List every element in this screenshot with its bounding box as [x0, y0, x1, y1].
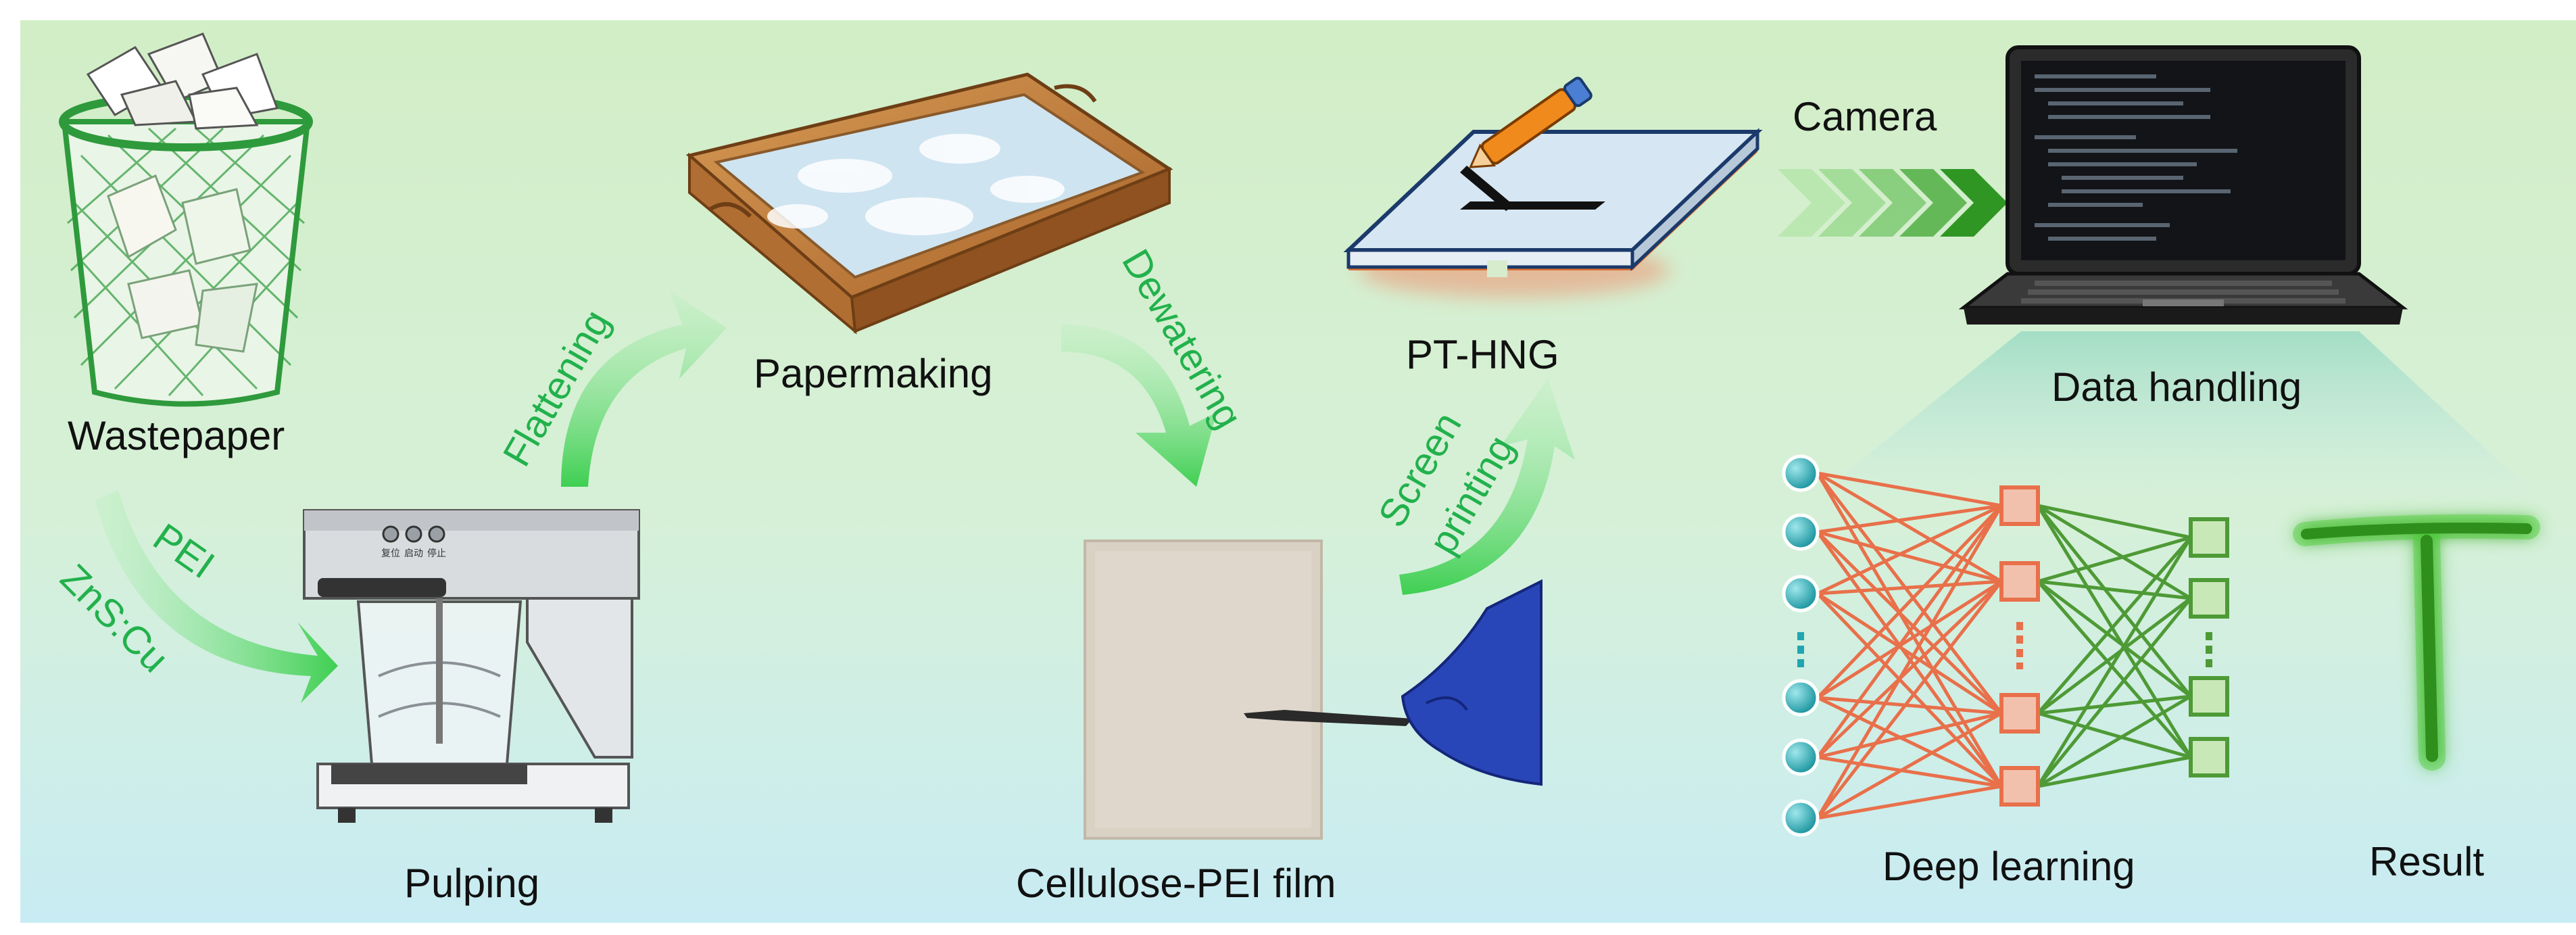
- nn-edge-hidden-output: [2037, 536, 2192, 715]
- nn-output-node: [2189, 517, 2229, 558]
- nn-edge-input-hidden: [1817, 755, 2002, 788]
- nn-edge-input-hidden: [1816, 580, 2003, 819]
- nn-edge-input-hidden: [1816, 531, 2003, 715]
- nn-edge-hidden-output: [2037, 504, 2192, 698]
- machine-button-stop-label: 停止: [427, 548, 446, 559]
- pulping-machine-icon: 复位 启动 停止: [303, 509, 640, 823]
- nn-edge-input-hidden: [1817, 504, 2002, 534]
- nn-input-node: [1782, 575, 1820, 613]
- label-data-handling: Data handling: [2051, 364, 2302, 410]
- pt-hng-device-icon: [1343, 76, 1763, 297]
- nn-edge-hidden-output: [2037, 755, 2191, 788]
- machine-button-start-label: 启动: [404, 548, 423, 559]
- nn-edge-input-hidden: [1817, 579, 2002, 596]
- nn-edge-input-hidden: [1816, 471, 2003, 583]
- nn-hidden-node: [1999, 766, 2040, 807]
- nn-edge-input-hidden: [1816, 504, 2003, 596]
- nn-edge-input-hidden: [1816, 472, 2003, 715]
- nn-hidden-node: [1999, 561, 2040, 602]
- nn-edge-hidden-output: [2037, 504, 2191, 540]
- nn-edge-input-hidden: [1817, 471, 2002, 508]
- nn-edge-hidden-output: [2037, 504, 2192, 600]
- arrow-dewatering: [1061, 325, 1217, 487]
- nn-input-node: [1782, 513, 1820, 551]
- nn-edge-hidden-output: [2036, 504, 2193, 759]
- nn-output-node: [2189, 578, 2229, 619]
- nn-edge-hidden-output: [2036, 536, 2193, 788]
- nn-hidden-node: [1999, 693, 2040, 734]
- arrow-screen-printing: [1399, 379, 1575, 595]
- nn-edge-hidden-output: [2037, 580, 2192, 698]
- nn-edge-hidden-output: [2037, 694, 2191, 715]
- label-papermaking: Papermaking: [754, 351, 993, 396]
- neural-network-ellipses: [1797, 622, 2212, 673]
- nn-edge-input-hidden: [1816, 504, 2003, 819]
- nn-edge-input-hidden: [1817, 696, 2002, 715]
- nn-output-node: [2189, 676, 2229, 717]
- nn-edge-input-hidden: [1816, 580, 2003, 759]
- nn-edge-input-hidden: [1816, 579, 2003, 700]
- nn-edge-input-hidden: [1816, 592, 2003, 788]
- nn-edge-hidden-output: [2037, 597, 2192, 715]
- result-glyph-icon: [2293, 514, 2540, 771]
- arrow-to-pulping: [95, 490, 338, 703]
- label-camera: Camera: [1793, 94, 1937, 139]
- wastepaper-bin-icon: [59, 32, 313, 407]
- nn-edge-input-hidden: [1816, 711, 2003, 820]
- nn-edge-input-hidden: [1817, 711, 2002, 759]
- nn-edge-hidden-output: [2037, 694, 2192, 788]
- label-wastepaper: Wastepaper: [68, 413, 285, 458]
- nn-edge-hidden-output: [2037, 597, 2192, 788]
- nn-edge-hidden-output: [2037, 580, 2192, 759]
- nn-edge-hidden-output: [2037, 579, 2191, 600]
- nn-edge-hidden-output: [2037, 535, 2191, 583]
- arrow-flattening: [561, 291, 727, 487]
- label-result: Result: [2369, 839, 2485, 884]
- nn-input-node: [1782, 454, 1820, 492]
- nn-edge-input-hidden: [1817, 530, 2002, 583]
- laptop-icon: [1958, 45, 2408, 325]
- label-deep-learning: Deep learning: [1882, 844, 2135, 889]
- data-projection-beam: [1812, 331, 2542, 500]
- machine-button-reset-label: 复位: [381, 548, 400, 559]
- nn-edge-input-hidden: [1816, 504, 2003, 699]
- nn-input-node: [1782, 799, 1820, 837]
- cellulose-film-photo: [1084, 540, 1542, 840]
- neural-network-edges: [1816, 471, 2193, 820]
- nn-output-node: [2189, 737, 2229, 777]
- nn-hidden-node: [1999, 485, 2040, 526]
- nn-edge-hidden-output: [2037, 711, 2191, 759]
- neural-network-nodes: [1782, 454, 2229, 837]
- camera-signal-chevrons: [1778, 169, 2008, 237]
- label-pulping: Pulping: [404, 861, 540, 906]
- nn-edge-input-hidden: [1817, 784, 2002, 820]
- label-cellulose-film: Cellulose-PEI film: [1016, 861, 1336, 906]
- nn-input-node: [1782, 679, 1820, 717]
- papermaking-tray-icon: [685, 72, 1173, 335]
- label-pt-hng: PT-HNG: [1406, 332, 1559, 377]
- nn-edge-input-hidden: [1816, 592, 2003, 715]
- nn-input-node: [1782, 738, 1820, 776]
- nn-edge-input-hidden: [1816, 504, 2003, 759]
